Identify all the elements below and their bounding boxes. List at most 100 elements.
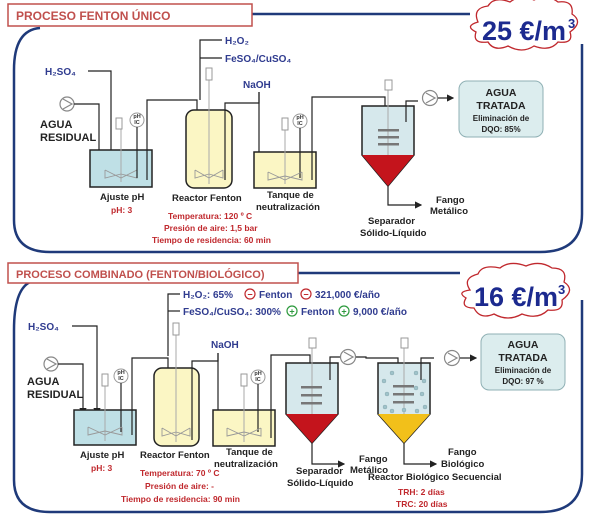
single-ph-ic-2: IC: [134, 120, 140, 126]
combined-sludge-bio-1: Fango: [448, 447, 477, 458]
combined-naoh-label: NaOH: [211, 340, 239, 351]
combined-mid-pump-icon: [339, 348, 357, 366]
combined-title-box: PROCESO COMBINADO (FENTON/BIOLÓGICO): [7, 262, 299, 284]
reagent-line-h2o2: H₂O₂: 65% − Fenton − 321,000 €/año: [183, 288, 380, 301]
combined-reactor-label: Reactor Fenton: [140, 450, 210, 461]
combined-inlet-label-1: AGUA: [27, 376, 59, 388]
combined-outlet-pump-icon: [443, 349, 461, 367]
combined-condition-time: Tiempo de residencia: 90 min: [121, 494, 240, 504]
combined-cost-cloud: 16 €/m 3: [461, 262, 571, 319]
single-outlet-detail-1: Eliminación de: [473, 114, 530, 123]
combined-neutral-label-1: Tanque de: [226, 447, 273, 458]
combined-outlet-detail-1: Eliminación de: [495, 366, 552, 375]
combined-ph-adjust-label: Ajuste pH: [80, 450, 124, 461]
single-cost-cloud: 25 €/m 3: [469, 0, 579, 51]
combined-sludge-bio-2: Biológico: [441, 459, 484, 470]
combined-sludge-metal-1: Fango: [359, 454, 388, 465]
minus-icon: [244, 288, 256, 300]
combined-condition-pressure: Presión de aire: -: [145, 481, 214, 491]
single-separator-label-1: Separador: [368, 216, 415, 227]
combined-separator-label-1: Separador: [296, 466, 343, 477]
reagent-line-feso4: FeSO₄/CuSO₄: 300% + Fenton + 9,000 €/año: [183, 305, 407, 318]
combined-ph-value: pH: 3: [91, 463, 113, 473]
single-outlet-detail-2: DQO: 85%: [481, 125, 520, 134]
combined-ph-adjust-tank: pH IC: [73, 357, 172, 446]
combined-separator-label-2: Sólido-Líquido: [287, 478, 354, 489]
reagent-feso4-mid: Fenton: [301, 307, 334, 318]
combined-cost-exponent: 3: [558, 282, 565, 297]
single-feso4-label: FeSO₄/CuSO₄: [225, 54, 291, 65]
single-naoh-label: NaOH: [243, 80, 271, 91]
single-h2o2-label: H₂O₂: [225, 36, 249, 47]
single-separator: [361, 79, 423, 209]
single-inlet-label-1: AGUA: [40, 119, 72, 131]
reagent-feso4-sign2: +: [341, 307, 346, 317]
single-outlet-pump-icon: [421, 89, 439, 107]
combined-inlet-label-2: RESIDUAL: [27, 389, 84, 401]
single-sludge-label-1: Fango: [436, 195, 465, 206]
combined-condition-temp: Temperatura: 70 º C: [140, 468, 219, 478]
single-reactor-label: Reactor Fenton: [172, 193, 242, 204]
single-ph-adjust-tank: pH IC: [89, 99, 201, 188]
single-condition-temp: Temperatura: 120 º C: [168, 211, 252, 221]
single-condition-time: Tiempo de residencia: 60 min: [152, 235, 271, 245]
single-outlet-title-1: AGUA: [486, 87, 517, 99]
single-title-box: PROCESO FENTON ÚNICO: [7, 3, 253, 27]
reagent-h2o2-sign1: −: [247, 290, 252, 300]
combined-ph-ic-2: IC: [118, 376, 124, 382]
single-neutral-ph-ic-2: IC: [297, 121, 303, 127]
combined-section: PROCESO COMBINADO (FENTON/BIOLÓGICO) 16 …: [7, 262, 584, 514]
combined-neutral-label-2: neutralización: [214, 459, 278, 470]
single-title: PROCESO FENTON ÚNICO: [16, 8, 170, 23]
single-outlet-title-2: TRATADA: [476, 100, 526, 112]
reagent-h2o2-sign2: −: [303, 290, 308, 300]
single-h2so4-label: H₂SO₄: [45, 67, 76, 78]
single-separator-label-2: Sólido-Líquido: [360, 228, 427, 239]
single-ph-adjust-label: Ajuste pH: [100, 192, 144, 203]
combined-outlet-detail-2: DQO: 97 %: [502, 377, 543, 386]
combined-bio-trc: TRC: 20 días: [396, 499, 448, 509]
combined-h2so4-label: H₂SO₄: [28, 322, 59, 333]
single-condition-pressure: Presión de aire: 1,5 bar: [164, 223, 258, 233]
reagent-h2o2-chem: H₂O₂: 65%: [183, 290, 233, 301]
single-cost-exponent: 3: [568, 16, 575, 31]
single-neutralization-tank: pH IC: [253, 96, 389, 189]
single-cost-value: 25 €/m: [482, 16, 566, 46]
single-neutral-label-1: Tanque de: [267, 190, 314, 201]
combined-cost-value: 16 €/m: [474, 282, 558, 312]
reagent-feso4-amount: 9,000 €/año: [353, 307, 407, 318]
combined-neutral-ph-ic-1: pH: [254, 371, 261, 377]
single-ph-ic-1: pH: [133, 114, 140, 120]
combined-bio-trh: TRH: 2 días: [398, 487, 445, 497]
single-inlet-pump-icon: [59, 96, 75, 112]
combined-fenton-reactor: [153, 322, 222, 447]
single-sludge-label-2: Metálico: [430, 206, 468, 217]
minus-icon: [300, 288, 312, 300]
combined-outlet-title-1: AGUA: [508, 339, 539, 351]
plus-icon: [286, 305, 298, 317]
single-fenton-section: PROCESO FENTON ÚNICO 25 €/m 3 H₂SO₄ H₂O₂…: [7, 0, 584, 254]
combined-bio-reactor: [377, 337, 438, 468]
single-outlet-box: AGUA TRATADA Eliminación de DQO: 85%: [458, 80, 544, 138]
single-fenton-reactor: [185, 67, 263, 189]
reagent-h2o2-mid: Fenton: [259, 290, 292, 301]
single-inlet-label-2: RESIDUAL: [40, 132, 97, 144]
combined-outlet-box: AGUA TRATADA Eliminación de DQO: 97 %: [480, 333, 566, 391]
combined-separator: [285, 337, 346, 468]
combined-frame: [12, 280, 584, 514]
combined-bio-reactor-label: Reactor Biológico Secuencial: [368, 472, 502, 483]
combined-sludge-metal-2: Metálico: [350, 465, 388, 476]
reagent-feso4-chem: FeSO₄/CuSO₄: 300%: [183, 307, 281, 318]
single-neutral-ph-ic-1: pH: [296, 115, 303, 121]
plus-icon: [338, 305, 350, 317]
combined-title: PROCESO COMBINADO (FENTON/BIOLÓGICO): [16, 268, 265, 281]
combined-outlet-title-2: TRATADA: [498, 352, 548, 364]
single-ph-value: pH: 3: [111, 205, 133, 215]
single-neutral-label-2: neutralización: [256, 202, 320, 213]
combined-inlet-pump-icon: [43, 356, 59, 372]
combined-neutral-ph-ic-2: IC: [255, 377, 261, 383]
combined-neutralization-tank: pH IC: [212, 354, 314, 447]
single-frame: [12, 26, 584, 254]
reagent-h2o2-amount: 321,000 €/año: [315, 290, 380, 301]
